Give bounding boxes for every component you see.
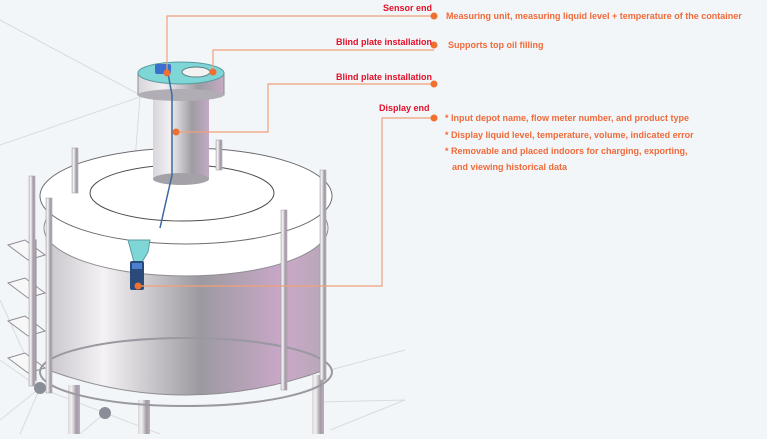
label-blind-plate-2: Blind plate installation	[336, 72, 433, 82]
network-node	[99, 407, 111, 419]
callout-dots	[134, 12, 438, 290]
label-display-end: Display end	[379, 103, 430, 113]
display-bullet-3: * Removable and placed indoors for charg…	[445, 146, 688, 156]
callout-lines	[138, 15, 434, 287]
display-bullet-2: * Display liquid level, temperature, vol…	[445, 130, 694, 140]
desc-blind-plate-1: Supports top oil filling	[448, 40, 544, 50]
display-bullet-1: * Input depot name, flow meter number, a…	[445, 113, 690, 123]
desc-sensor-end: Measuring unit, measuring liquid level +…	[446, 11, 742, 21]
display-bullet-4: and viewing historical data	[452, 162, 568, 172]
stairs	[6, 239, 47, 381]
label-blind-plate-1: Blind plate installation	[336, 37, 433, 47]
network-node	[34, 382, 46, 394]
label-sensor-end: Sensor end	[383, 3, 433, 13]
